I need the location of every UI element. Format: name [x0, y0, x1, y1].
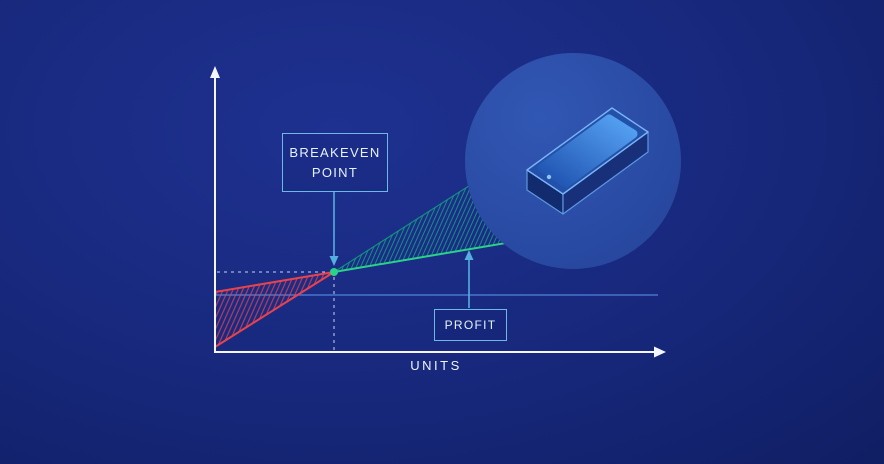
profit-hatch-area — [334, 168, 512, 272]
breakeven-point-label: BREAKEVEN POINT — [282, 133, 388, 192]
profit-arrowhead-icon — [464, 250, 474, 260]
product-illustration — [465, 53, 681, 269]
y-axis-arrowhead-icon — [210, 66, 220, 78]
phone-camera-dot-icon — [546, 174, 552, 180]
breakeven-dot — [330, 268, 338, 276]
breakeven-arrowhead-icon — [329, 256, 339, 266]
shallow-line-red-segment — [214, 271, 335, 293]
phone-illustration — [526, 107, 649, 215]
units-axis-label: UNITS — [410, 358, 462, 373]
profit-label: PROFIT — [434, 309, 507, 341]
steep-line-red-segment — [214, 271, 335, 348]
breakeven-arrow — [329, 192, 339, 266]
x-axis-arrowhead-icon — [654, 346, 666, 358]
phone-screen — [537, 114, 638, 188]
profit-arrow — [464, 250, 474, 308]
shallow-line-green-segment — [333, 241, 513, 273]
